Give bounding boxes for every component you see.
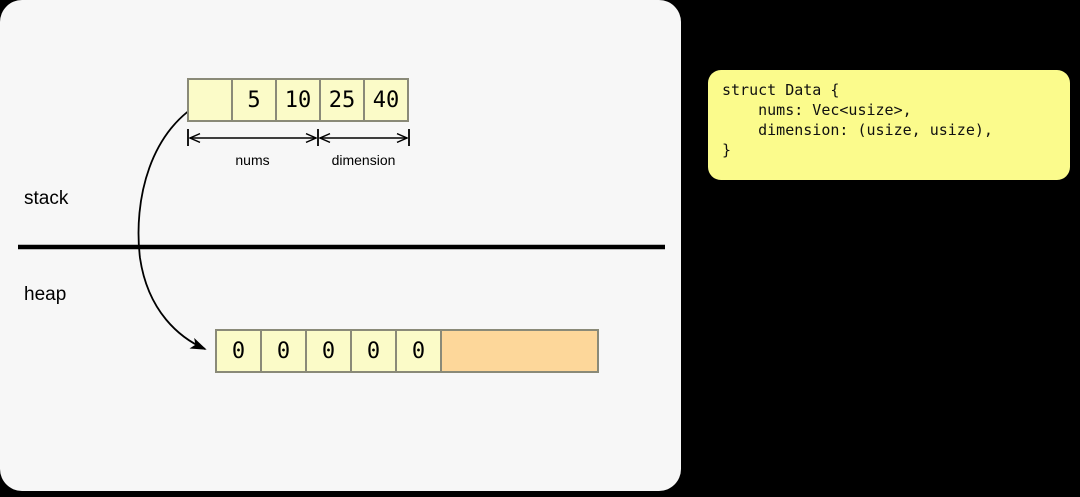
- pointer-arrow: [137, 99, 207, 350]
- diagram-vector-layer: [18, 92, 665, 350]
- heap-cell-3: 0: [352, 331, 397, 371]
- stack-struct-row: 5 10 25 40: [187, 78, 409, 122]
- struct-cell-len: 5: [233, 80, 277, 120]
- struct-cell-dimension-x: 25: [321, 80, 365, 120]
- code-snippet-text: struct Data { nums: Vec<usize>, dimensio…: [722, 81, 993, 159]
- heap-region-label: heap: [24, 284, 67, 305]
- diagram-panel: stack heap 5 10 25 40 nums dimension 0 0…: [0, 0, 681, 491]
- stack-region-label: stack: [24, 188, 69, 209]
- struct-cell-capacity: 10: [277, 80, 321, 120]
- nums-bracket-label: nums: [235, 152, 270, 168]
- nums-bracket: [187, 129, 319, 146]
- heap-cell-1: 0: [262, 331, 307, 371]
- struct-cell-pointer: [189, 80, 233, 120]
- struct-cell-dimension-y: 40: [365, 80, 407, 120]
- heap-spare-capacity-region: [442, 331, 597, 371]
- heap-cell-0: 0: [217, 331, 262, 371]
- dimension-bracket: [320, 129, 410, 146]
- heap-cell-2: 0: [307, 331, 352, 371]
- heap-buffer-row: 0 0 0 0 0: [215, 329, 599, 373]
- heap-cell-4: 0: [397, 331, 442, 371]
- dimension-bracket-label: dimension: [331, 152, 396, 168]
- code-snippet-box: struct Data { nums: Vec<usize>, dimensio…: [708, 70, 1070, 180]
